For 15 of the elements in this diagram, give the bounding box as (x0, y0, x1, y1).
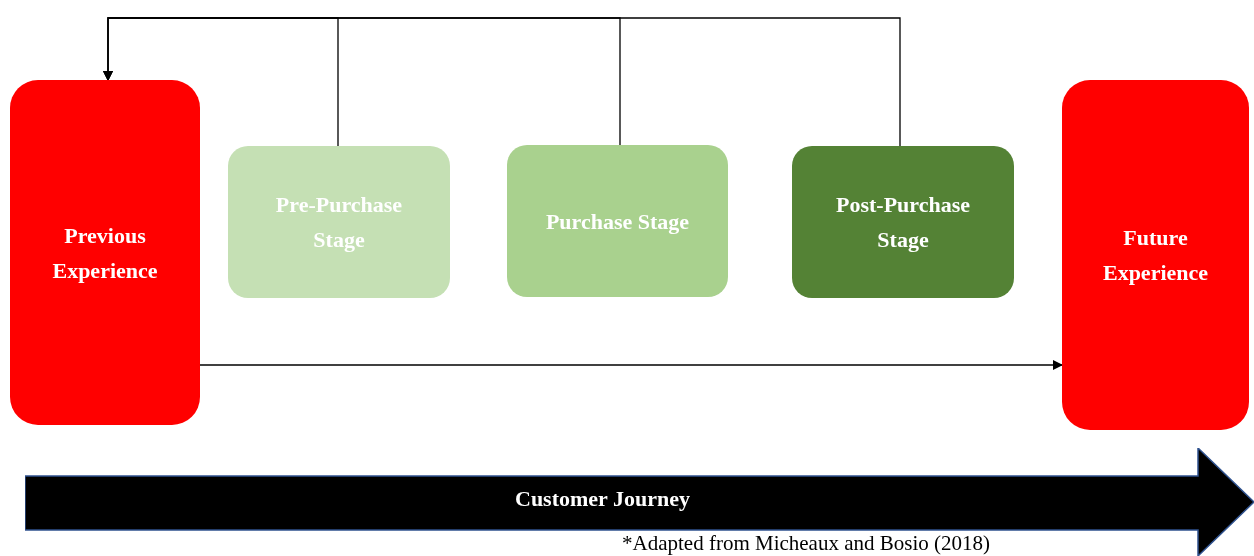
experience-box (1062, 80, 1249, 430)
timeline-arrow (25, 448, 1254, 556)
stage-box (792, 146, 1014, 298)
timeline-label: Customer Journey (515, 488, 690, 510)
box-label: Pre-Purchase Stage (274, 191, 404, 254)
stage-box (228, 146, 450, 298)
box-label: Post-Purchase Stage (835, 191, 971, 254)
box-label: Previous Experience (51, 221, 159, 285)
arrow (103, 17, 901, 147)
box-label: Purchase Stage (545, 207, 690, 236)
experience-box (10, 80, 200, 425)
box-label: Future Experience (1101, 224, 1210, 287)
arrow (199, 360, 1063, 370)
caption: *Adapted from Micheaux and Bosio (2018) (622, 533, 990, 554)
stage-box (507, 145, 728, 297)
